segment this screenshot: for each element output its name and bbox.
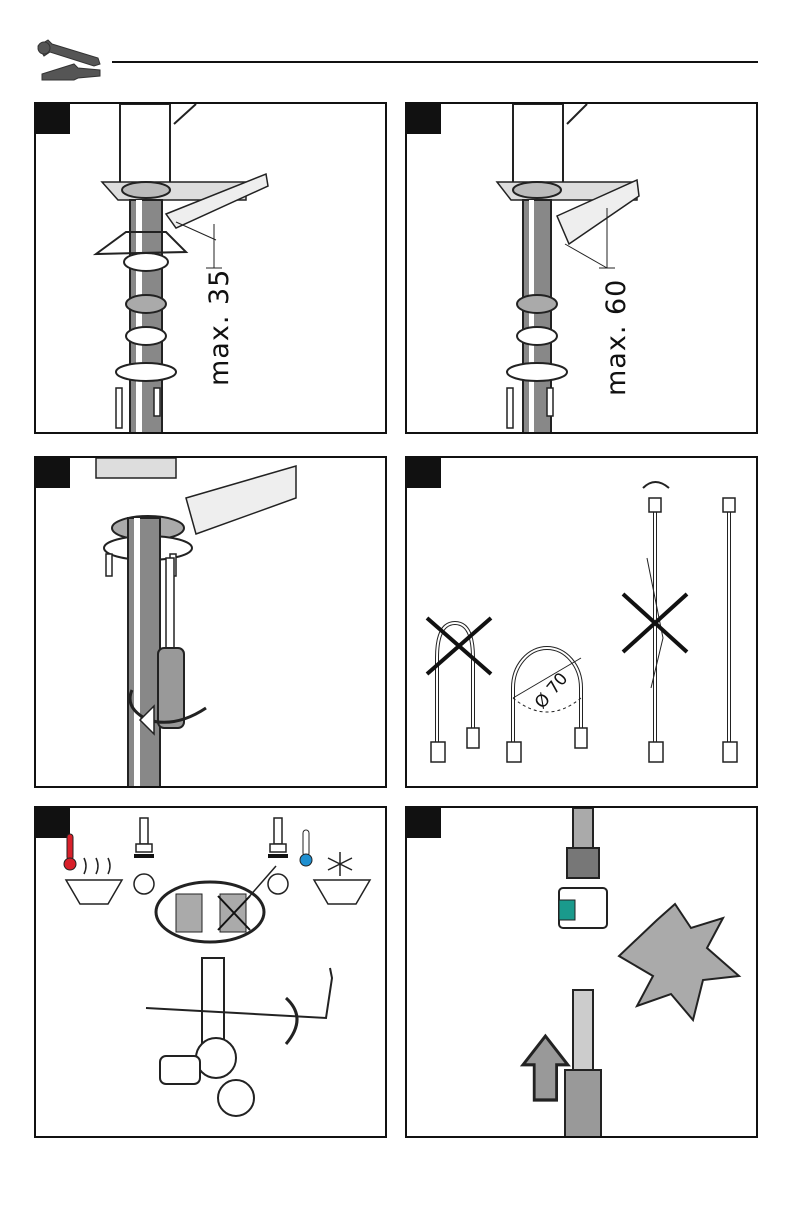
hose-bending-illustration (407, 458, 758, 788)
header-rule (112, 61, 758, 63)
step-panel-5 (34, 806, 387, 1138)
quick-connect-illustration (407, 808, 758, 1138)
connection-illustration (36, 808, 387, 1138)
max-thickness-label: max. 35 (204, 269, 235, 386)
thermometer-hot-icon (64, 834, 76, 870)
install-illustration-2 (407, 104, 758, 434)
step-panel-6 (405, 806, 758, 1138)
max-thickness-label: max. 60 (601, 279, 632, 396)
snowflake-icon (328, 852, 352, 876)
step-panel-2: max. 60 (405, 102, 758, 434)
step-panel-1: max. 35 (34, 102, 387, 434)
wrench-screwdriver-icon (34, 34, 104, 84)
install-illustration-3 (36, 458, 387, 788)
step-panel-4: Ø 70 (405, 456, 758, 788)
step-panel-3 (34, 456, 387, 788)
thermometer-cold-icon (300, 830, 312, 866)
